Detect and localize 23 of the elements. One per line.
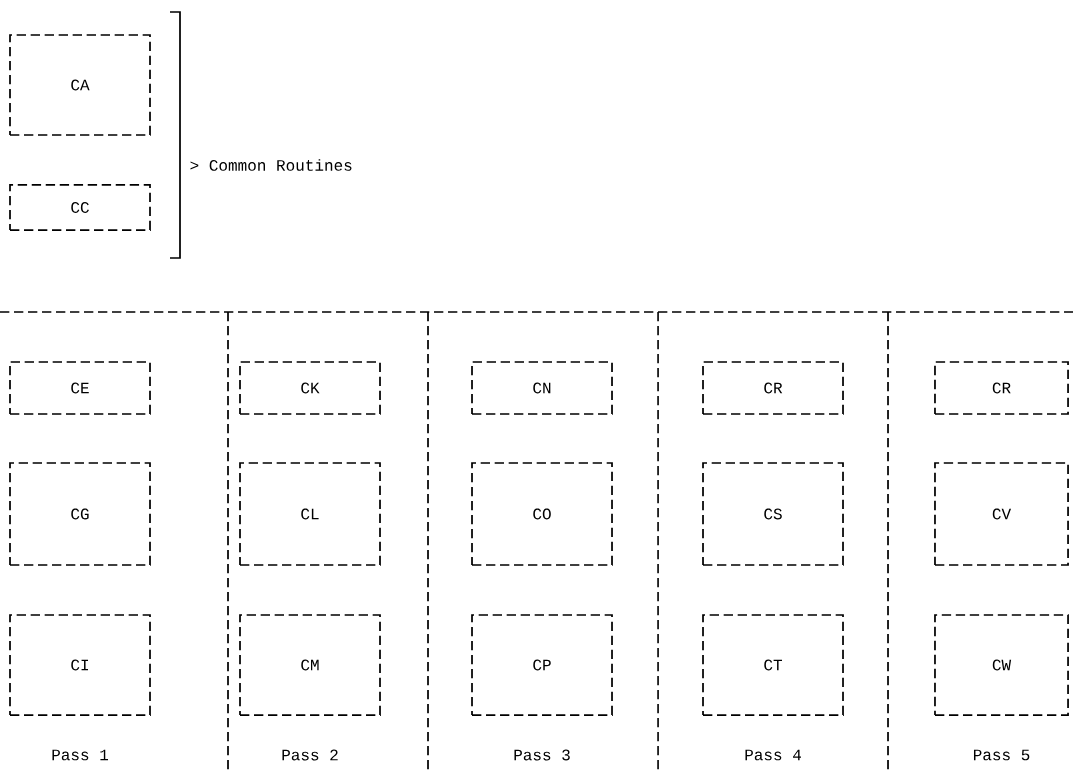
module-box: CK xyxy=(239,361,381,415)
module-box: CO xyxy=(471,462,613,566)
column-label: Pass 5 xyxy=(974,749,1030,761)
module-box: CV xyxy=(934,462,1069,566)
column-label: Pass 4 xyxy=(745,749,801,761)
module-box: CR xyxy=(934,361,1069,415)
module-box: CW xyxy=(934,614,1069,716)
module-box: CR xyxy=(702,361,844,415)
module-box: CC xyxy=(9,184,151,231)
module-box: CN xyxy=(471,361,613,415)
module-box: CI xyxy=(9,614,151,716)
module-box: CS xyxy=(702,462,844,566)
module-box: CG xyxy=(9,462,151,566)
module-box: CL xyxy=(239,462,381,566)
module-box: CA xyxy=(9,34,151,136)
module-box: CM xyxy=(239,614,381,716)
column-label: Pass 1 xyxy=(52,749,108,761)
column-label: Pass 3 xyxy=(514,749,570,761)
column-label: Pass 2 xyxy=(282,749,338,761)
module-box: CT xyxy=(702,614,844,716)
bracket-label: > Common Routines xyxy=(190,159,352,171)
module-box: CE xyxy=(9,361,151,415)
module-box: CP xyxy=(471,614,613,716)
